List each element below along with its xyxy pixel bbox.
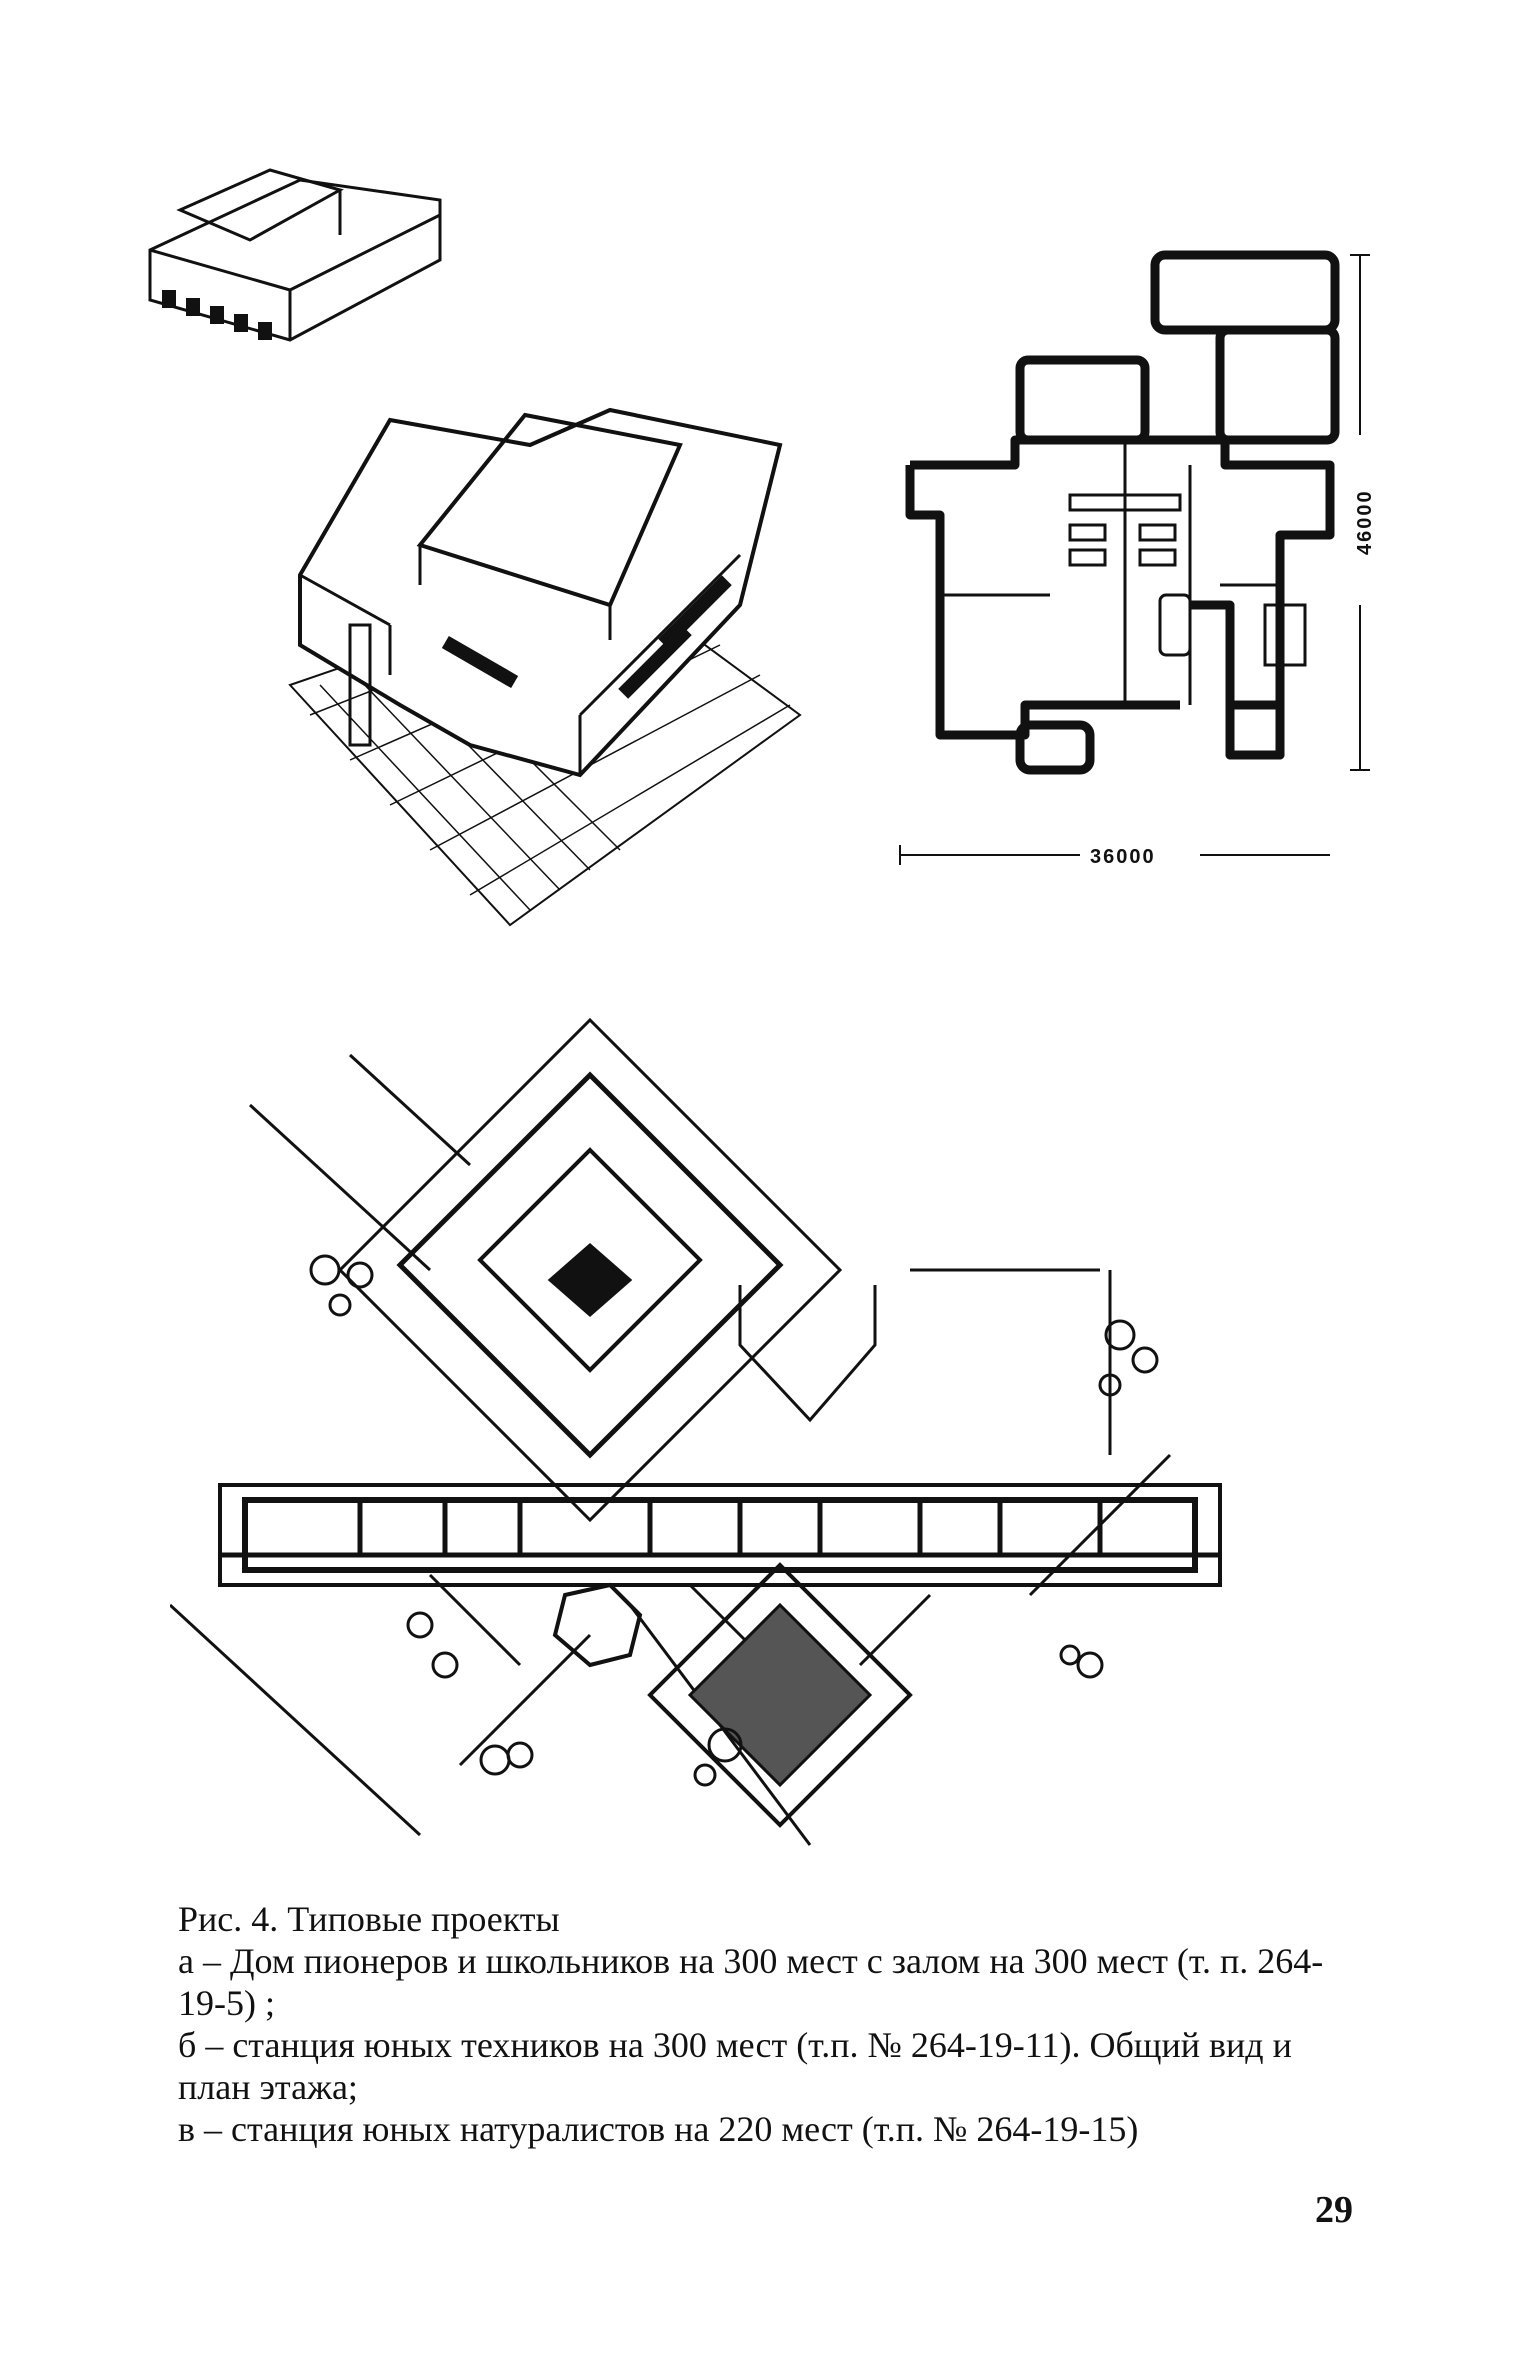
drawing-a-axonometric (140, 140, 460, 390)
caption-item-b: б – станция юных техников на 300 мест (т… (178, 2025, 1292, 2107)
drawing-b-floor-plan: 46000 36000 (890, 235, 1380, 885)
drawing-v-site-plan (170, 1015, 1270, 1875)
caption-title: Рис. 4. Типовые проекты (178, 1899, 560, 1939)
caption-item-v: в – станция юных натуралистов на 220 мес… (178, 2109, 1139, 2149)
plan-width-dimension: 36000 (1090, 846, 1156, 868)
page-number: 29 (1315, 2189, 1353, 2231)
plan-height-dimension: 46000 (1354, 489, 1376, 555)
drawing-b-axonometric (280, 385, 860, 945)
caption-item-a: а – Дом пионеров и школьников на 300 мес… (178, 1941, 1324, 2023)
figure-caption: Рис. 4. Типовые проекты а – Дом пионеров… (178, 1898, 1358, 2150)
